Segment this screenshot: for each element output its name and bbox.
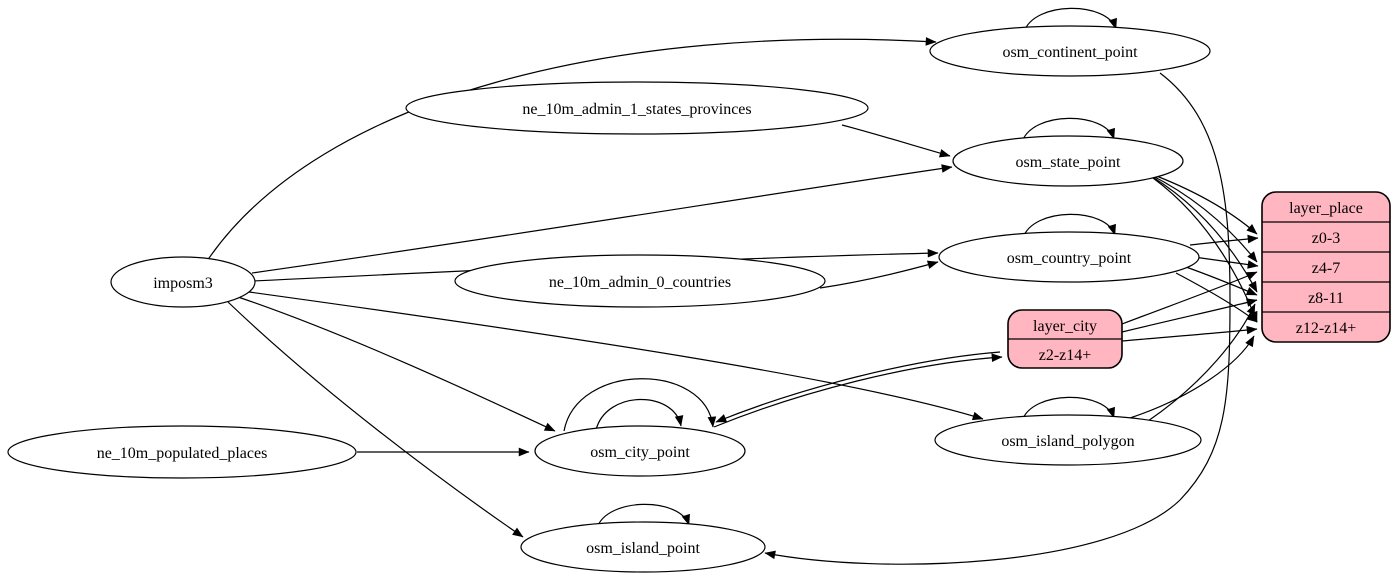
edge-imposm3-osm_island_polygon bbox=[248, 291, 984, 421]
record-layer_city: layer_city z2-z14+ bbox=[1007, 309, 1123, 369]
edges bbox=[206, 7, 1259, 565]
edge-layer_city-osm_city_point bbox=[715, 351, 1001, 423]
ne_10m_admin_0_countries-label: ne_10m_admin_0_countries bbox=[549, 274, 731, 291]
osm_state_point-label: osm_state_point bbox=[1016, 154, 1121, 171]
edge-layer_city-z12-z14 bbox=[1121, 325, 1258, 342]
edge-osm_continent_point-osm_island_point bbox=[764, 72, 1231, 565]
edge-osm_country_point-z4-7 bbox=[1193, 256, 1259, 269]
edge-osm_country_point-z8-11 bbox=[1185, 266, 1258, 296]
osm_island_polygon-label: osm_island_polygon bbox=[1001, 433, 1134, 450]
node-osm_continent_point: osm_continent_point bbox=[929, 25, 1211, 77]
node-osm_country_point: osm_country_point bbox=[938, 231, 1200, 283]
layer_place-title: layer_place bbox=[1289, 200, 1363, 217]
selfloop-osm_continent_point bbox=[1023, 7, 1117, 33]
ne_10m_admin_1_states_provinces-label: ne_10m_admin_1_states_provinces bbox=[522, 101, 751, 118]
edge-osm_country_point-z0-3 bbox=[1189, 234, 1259, 246]
edge-osm_island_polygon-z8-11 bbox=[1147, 303, 1256, 422]
node-ne_10m_populated_places: ne_10m_populated_places bbox=[7, 425, 357, 479]
imposm3-ellipse bbox=[110, 256, 256, 308]
osm_state_point-ellipse bbox=[952, 135, 1184, 187]
node-osm_island_polygon: osm_island_polygon bbox=[934, 414, 1202, 466]
edge-layer_city-z8-11 bbox=[1121, 298, 1258, 333]
edge-ne_10m_admin_0_countries-osm_country_point bbox=[819, 260, 939, 289]
edge-osm_state_point-z4-7 bbox=[1148, 173, 1258, 263]
edge-layer_city-z4-7 bbox=[1121, 271, 1258, 325]
edge-imposm3-osm_island_point bbox=[227, 301, 524, 538]
layer_place-row-z8-11: z8-11 bbox=[1308, 290, 1344, 307]
edge-osm_state_point-z8-11 bbox=[1150, 175, 1258, 293]
ne_10m_admin_0_countries-ellipse bbox=[454, 254, 826, 308]
osm_island_point-label: osm_island_point bbox=[586, 540, 700, 557]
selfloop-osm_island_polygon bbox=[1021, 396, 1115, 422]
edge-imposm3-osm_city_point bbox=[237, 296, 556, 432]
edge-osm_state_point-z0-3 bbox=[1145, 171, 1258, 235]
selfloop-osm_state_point bbox=[1021, 117, 1115, 143]
edge-imposm3-osm_state_point bbox=[251, 164, 953, 274]
layer_place-box bbox=[1261, 191, 1391, 343]
osm_city_point-label: osm_city_point bbox=[590, 444, 690, 461]
edge-osm_country_point-z12-z14 bbox=[1175, 272, 1258, 323]
osm_continent_point-label: osm_continent_point bbox=[1002, 44, 1138, 61]
osm_country_point-label: osm_country_point bbox=[1007, 250, 1132, 267]
osm_country_point-ellipse bbox=[938, 231, 1200, 283]
node-osm_island_point: osm_island_point bbox=[520, 521, 766, 573]
osm_island_polygon-ellipse bbox=[934, 414, 1202, 466]
edge-ne_10m_admin_1_states_provinces-osm_state_point bbox=[841, 124, 951, 158]
node-imposm3: imposm3 bbox=[110, 256, 256, 308]
selfloop-osm_city_point-outer bbox=[563, 378, 717, 432]
node-ne_10m_admin_0_countries: ne_10m_admin_0_countries bbox=[454, 254, 826, 308]
layer_city-title: layer_city bbox=[1033, 318, 1097, 335]
layer_place-row-z0-3: z0-3 bbox=[1312, 230, 1340, 247]
imposm3-label: imposm3 bbox=[153, 275, 213, 292]
node-osm_state_point: osm_state_point bbox=[952, 135, 1184, 187]
edge-osm_island_polygon-z12-z14 bbox=[1129, 335, 1255, 419]
selfloop-osm_city_point-inner bbox=[595, 398, 684, 431]
ne_10m_admin_1_states_provinces-ellipse bbox=[405, 81, 869, 135]
osm_city_point-ellipse bbox=[534, 425, 746, 477]
osm_continent_point-ellipse bbox=[929, 25, 1211, 77]
layer_place-row-z12-z14: z12-z14+ bbox=[1296, 320, 1357, 337]
selfloop-osm_island_point bbox=[596, 503, 690, 529]
edge-imposm3-osm_continent_point bbox=[206, 37, 937, 262]
node-ne_10m_admin_1_states_provinces: ne_10m_admin_1_states_provinces bbox=[405, 81, 869, 135]
ne_10m_populated_places-ellipse bbox=[7, 425, 357, 479]
selfloop-osm_country_point bbox=[1022, 213, 1116, 239]
ne_10m_populated_places-label: ne_10m_populated_places bbox=[97, 445, 268, 462]
osm_island_point-ellipse bbox=[520, 521, 766, 573]
edge-osm_city_point-layer_city bbox=[713, 353, 1003, 428]
node-osm_city_point: osm_city_point bbox=[534, 425, 746, 477]
record-layer_place: layer_place z0-3 z4-7 z8-11 z12-z14+ bbox=[1261, 191, 1391, 343]
layer_place-row-z4-7: z4-7 bbox=[1312, 260, 1340, 277]
layer_city-row-z2-z14: z2-z14+ bbox=[1039, 347, 1092, 364]
